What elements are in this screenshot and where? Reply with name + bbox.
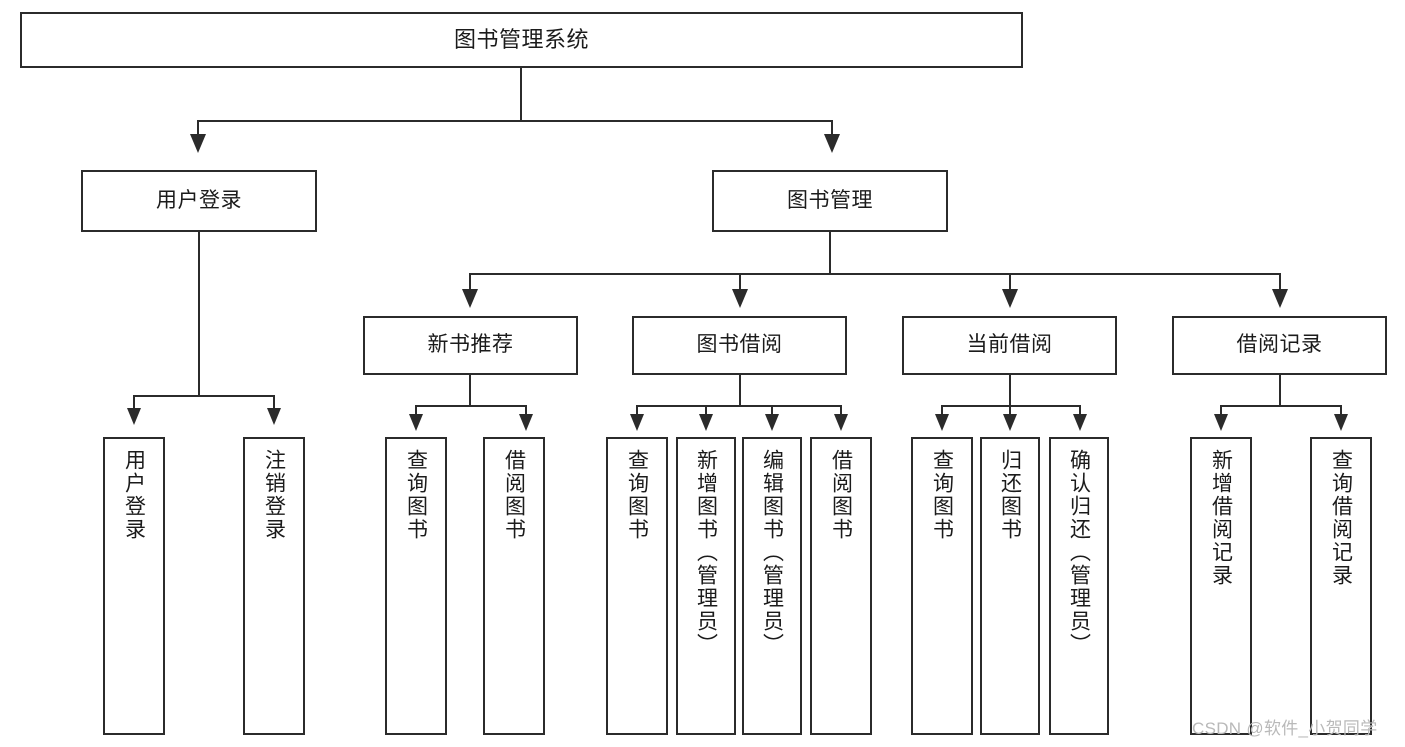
connector-current-borrow-stem [1009, 375, 1011, 406]
connector-current-borrow-drop-2 [1009, 405, 1011, 415]
node-user-login[interactable]: 用户登录 [81, 170, 317, 232]
node-current-borrow[interactable]: 当前借阅 [902, 316, 1117, 375]
node-book-borrow[interactable]: 图书借阅 [632, 316, 847, 375]
node-label: 当前借阅 [966, 333, 1053, 357]
node-label: 图书借阅 [696, 333, 783, 357]
node-label: 用户登录 [122, 449, 146, 541]
connector-borrow-record-drop-1 [1220, 405, 1222, 415]
node-label: 归还图书 [998, 449, 1022, 541]
connector-root-stem [520, 68, 522, 121]
node-leaf-query-book-3[interactable]: 查询图书 [911, 437, 973, 735]
node-leaf-confirm-return[interactable]: 确认归还（管理员） [1049, 437, 1109, 735]
arrowhead-leaf-user-logout [267, 408, 281, 425]
csdn-watermark: CSDN @软件_小贺同学 [1192, 719, 1378, 738]
arrowhead-leaf-query-book-3 [935, 414, 949, 431]
node-leaf-query-book-1[interactable]: 查询图书 [385, 437, 447, 735]
connector-user-login-drop-1 [133, 395, 135, 409]
arrowhead-leaf-confirm-return [1073, 414, 1087, 431]
node-leaf-user-login[interactable]: 用户登录 [103, 437, 165, 735]
connector-book-borrow-drop-3 [771, 405, 773, 415]
node-label: 查询图书 [404, 449, 428, 541]
connector-current-borrow-drop-3 [1079, 405, 1081, 415]
connector-level2-drop-4 [1279, 273, 1281, 290]
connector-borrow-record-bus [1220, 405, 1342, 407]
connector-current-borrow-bus [941, 405, 1081, 407]
arrowhead-leaf-query-book-2 [630, 414, 644, 431]
arrowhead-leaf-borrow-book-2 [834, 414, 848, 431]
node-label: 新书推荐 [427, 333, 514, 357]
connector-book-borrow-drop-4 [840, 405, 842, 415]
node-label: 查询借阅记录 [1329, 449, 1353, 587]
connector-level1-drop-left [197, 120, 199, 136]
connector-book-manage-stem [829, 232, 831, 274]
connector-book-borrow-drop-1 [636, 405, 638, 415]
arrowhead-borrow-record [1272, 289, 1288, 308]
node-label: 查询图书 [930, 449, 954, 541]
node-leaf-return-book[interactable]: 归还图书 [980, 437, 1040, 735]
connector-new-book-rec-drop-2 [525, 405, 527, 415]
connector-borrow-record-stem [1279, 375, 1281, 406]
node-leaf-borrow-book-1[interactable]: 借阅图书 [483, 437, 545, 735]
connector-user-login-stem [198, 232, 200, 396]
node-label: 用户登录 [156, 188, 242, 212]
connector-user-login-bus [133, 395, 275, 397]
arrowhead-leaf-edit-book [765, 414, 779, 431]
connector-current-borrow-drop-1 [941, 405, 943, 415]
node-borrow-record[interactable]: 借阅记录 [1172, 316, 1387, 375]
arrowhead-leaf-query-record [1334, 414, 1348, 431]
node-root-system[interactable]: 图书管理系统 [20, 12, 1023, 68]
node-label: 编辑图书（管理员） [760, 449, 784, 656]
arrowhead-book-manage [824, 134, 840, 153]
connector-new-book-rec-stem [469, 375, 471, 406]
node-book-manage[interactable]: 图书管理 [712, 170, 948, 232]
connector-level1-bus [197, 120, 833, 122]
node-leaf-edit-book[interactable]: 编辑图书（管理员） [742, 437, 802, 735]
node-label: 新增借阅记录 [1209, 449, 1233, 587]
node-label: 注销登录 [262, 449, 286, 541]
arrowhead-leaf-return-book [1003, 414, 1017, 431]
arrowhead-new-book-rec [462, 289, 478, 308]
node-leaf-add-record[interactable]: 新增借阅记录 [1190, 437, 1252, 735]
connector-book-borrow-drop-2 [705, 405, 707, 415]
connector-level2-bus [469, 273, 1281, 275]
connector-book-borrow-stem [739, 375, 741, 406]
arrowhead-user-login [190, 134, 206, 153]
connector-level2-drop-1 [469, 273, 471, 290]
node-label: 借阅图书 [829, 449, 853, 541]
node-label: 借阅记录 [1236, 333, 1323, 357]
node-leaf-add-book[interactable]: 新增图书（管理员） [676, 437, 736, 735]
node-leaf-user-logout[interactable]: 注销登录 [243, 437, 305, 735]
arrowhead-leaf-user-login [127, 408, 141, 425]
connector-level1-drop-right [831, 120, 833, 136]
connector-new-book-rec-bus [415, 405, 527, 407]
connector-level2-drop-2 [739, 273, 741, 290]
connector-book-borrow-bus [636, 405, 842, 407]
arrowhead-leaf-add-record [1214, 414, 1228, 431]
connector-user-login-drop-2 [273, 395, 275, 409]
arrowhead-current-borrow [1002, 289, 1018, 308]
node-label: 借阅图书 [502, 449, 526, 541]
node-new-book-rec[interactable]: 新书推荐 [363, 316, 578, 375]
arrowhead-leaf-query-book-1 [409, 414, 423, 431]
arrowhead-leaf-add-book [699, 414, 713, 431]
node-label: 查询图书 [625, 449, 649, 541]
node-label: 图书管理 [787, 188, 873, 212]
arrowhead-book-borrow [732, 289, 748, 308]
node-leaf-query-book-2[interactable]: 查询图书 [606, 437, 668, 735]
connector-borrow-record-drop-2 [1340, 405, 1342, 415]
node-label: 图书管理系统 [453, 27, 589, 53]
node-label: 确认归还（管理员） [1067, 449, 1091, 656]
node-label: 新增图书（管理员） [694, 449, 718, 656]
node-leaf-borrow-book-2[interactable]: 借阅图书 [810, 437, 872, 735]
node-leaf-query-record[interactable]: 查询借阅记录 [1310, 437, 1372, 735]
connector-level2-drop-3 [1009, 273, 1011, 290]
connector-new-book-rec-drop-1 [415, 405, 417, 415]
arrowhead-leaf-borrow-book-1 [519, 414, 533, 431]
